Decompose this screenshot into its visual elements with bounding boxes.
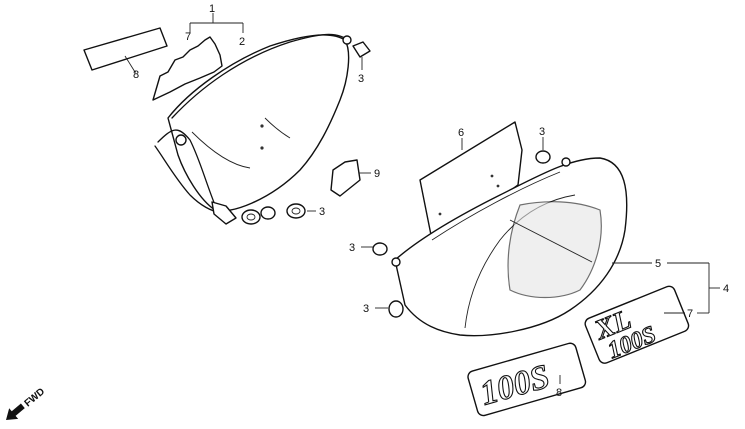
callout-3: 3 bbox=[539, 126, 545, 138]
callout-7: 7 bbox=[185, 31, 191, 43]
xl-100s-emblem: XL 100S bbox=[584, 285, 690, 365]
grommet bbox=[260, 206, 276, 220]
grommet bbox=[372, 242, 388, 256]
100s-emblem: 100S bbox=[467, 342, 587, 417]
callout-6: 6 bbox=[458, 127, 464, 139]
forward-direction-arrow: FWD bbox=[6, 386, 48, 420]
svg-text:FWD: FWD bbox=[23, 386, 48, 409]
grommet bbox=[241, 209, 261, 225]
callout-8: 8 bbox=[133, 69, 139, 81]
callout-3: 3 bbox=[319, 206, 325, 218]
callout-3: 3 bbox=[358, 73, 364, 85]
callout-4: 4 bbox=[723, 283, 729, 295]
reflector-plate bbox=[330, 159, 361, 197]
sticker-left bbox=[152, 36, 223, 101]
callout-9: 9 bbox=[374, 168, 380, 180]
callout-1: 1 bbox=[209, 3, 215, 15]
callout-2: 2 bbox=[239, 36, 245, 48]
callout-3: 3 bbox=[363, 303, 369, 315]
callout-3: 3 bbox=[349, 242, 355, 254]
callout-8: 8 bbox=[556, 387, 562, 399]
callout-5: 5 bbox=[655, 258, 661, 270]
grommet bbox=[352, 41, 371, 58]
grommet bbox=[286, 203, 306, 219]
callout-7: 7 bbox=[687, 308, 693, 320]
emblem-plate-left bbox=[83, 27, 168, 71]
grommet bbox=[535, 150, 551, 164]
grommet bbox=[388, 300, 404, 318]
